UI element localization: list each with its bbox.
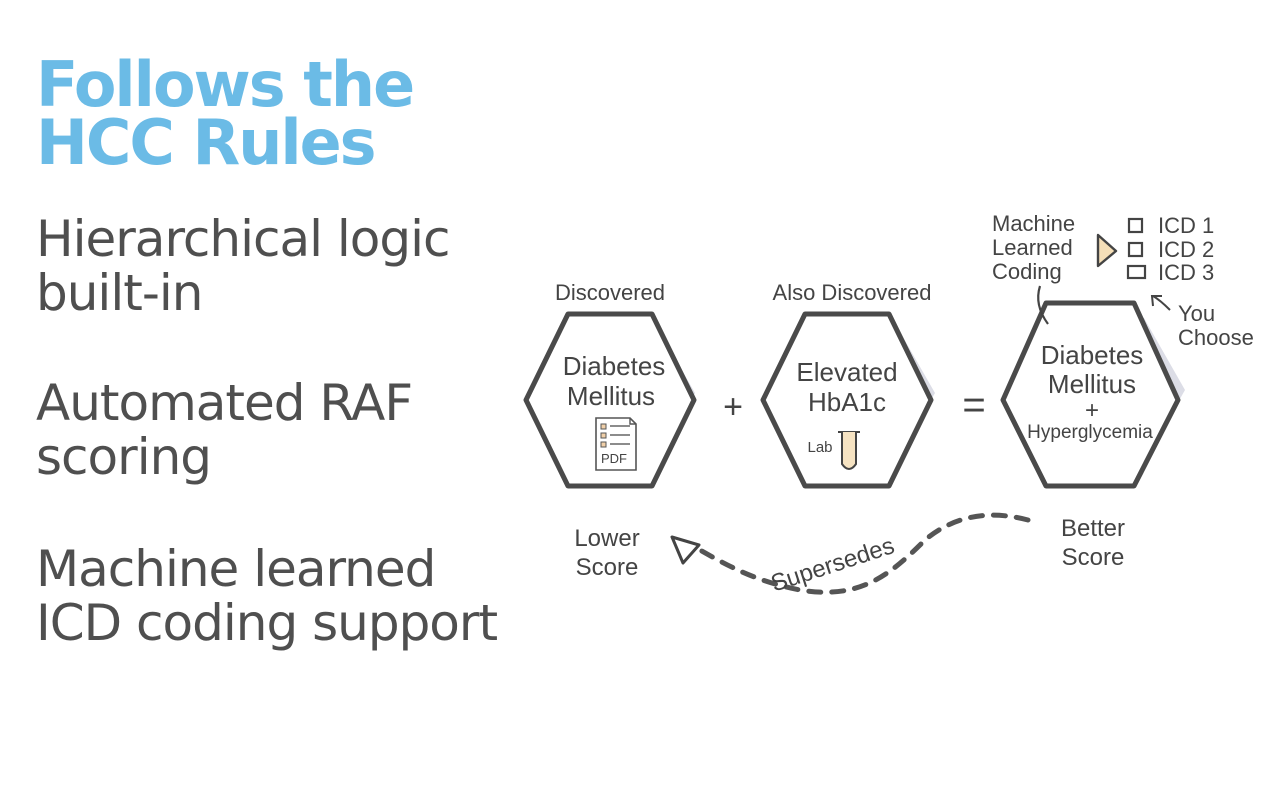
equals-operator: =: [962, 383, 985, 427]
supersedes-label: Supersedes: [768, 532, 898, 597]
hexagon: [523, 311, 697, 489]
you-choose-line-1: You: [1178, 301, 1215, 326]
hex-label-line-3: Hyperglycemia: [1027, 422, 1153, 443]
checkbox-icon[interactable]: [1126, 264, 1147, 280]
icd-option-label: ICD 1: [1158, 213, 1214, 238]
icd-option[interactable]: ICD 1: [1127, 213, 1214, 238]
feature-line: built-in: [36, 264, 203, 322]
feature-line: Automated RAF: [36, 374, 413, 432]
you-choose-line-2: Choose: [1178, 325, 1254, 350]
hex-label-line-2: Mellitus: [567, 381, 655, 411]
hex-elevated-hba1c: Also Discovered Elevated HbA1c Lab: [760, 280, 935, 489]
hex-result: Diabetes Mellitus + Hyperglycemia: [1000, 300, 1185, 489]
lab-label: Lab: [807, 439, 832, 456]
icd-option[interactable]: ICD 2: [1127, 237, 1214, 262]
icd-option[interactable]: ICD 3: [1126, 260, 1214, 285]
also-discovered-caption: Also Discovered: [773, 280, 932, 305]
title-line-1: Follows the: [36, 48, 415, 121]
ml-line-1: Machine: [992, 211, 1075, 236]
title-line-2: HCC Rules: [36, 106, 377, 179]
icd-options-list: ICD 1 ICD 2 ICD 3: [1126, 213, 1214, 285]
icd-option-label: ICD 2: [1158, 237, 1214, 262]
hex-label-line-1: Diabetes: [563, 351, 666, 381]
you-choose-note: You Choose: [1150, 295, 1254, 350]
hex-label-line-2: HbA1c: [808, 387, 886, 417]
hex-label-line-1: Elevated: [796, 357, 897, 387]
lower-score-line-1: Lower: [574, 525, 639, 552]
feature-line: Hierarchical logic: [36, 210, 450, 268]
arrowhead-icon: [670, 535, 701, 565]
checkbox-icon[interactable]: [1127, 217, 1144, 234]
hex-label-plus: +: [1085, 397, 1099, 424]
feature-line: scoring: [36, 428, 212, 486]
supersedes-arrow: [697, 512, 1031, 595]
pdf-label: PDF: [601, 451, 627, 466]
ml-line-2: Learned: [992, 235, 1073, 260]
play-triangle-icon: [1096, 233, 1118, 268]
hex-label-line-1: Diabetes: [1041, 340, 1144, 370]
test-tube-icon: [838, 431, 860, 470]
arrowhead: [1150, 295, 1162, 307]
hex-label-line-2: Mellitus: [1048, 369, 1136, 399]
better-score-line-1: Better: [1061, 515, 1125, 542]
plus-operator: +: [723, 388, 743, 426]
hexagon: [760, 311, 934, 489]
feature-raf-scoring: Automated RAF scoring: [36, 374, 413, 486]
connector-line: [1037, 285, 1049, 325]
discovered-caption: Discovered: [555, 280, 665, 305]
feature-icd-coding: Machine learned ICD coding support: [36, 540, 498, 652]
feature-line: Machine learned: [36, 540, 436, 598]
ml-line-3: Coding: [992, 259, 1062, 284]
icd-option-label: ICD 3: [1158, 260, 1214, 285]
machine-learned-coding: Machine Learned Coding: [992, 211, 1118, 325]
page-title: Follows the HCC Rules: [36, 48, 415, 179]
checkbox-icon[interactable]: [1127, 241, 1144, 258]
curved-arrow-icon: [1152, 295, 1171, 311]
lower-score-line-2: Score: [576, 554, 639, 581]
feature-line: ICD coding support: [36, 594, 498, 652]
feature-hierarchical-logic: Hierarchical logic built-in: [36, 212, 450, 320]
hex-diabetes-mellitus: Discovered Diabetes Mellitus PDF: [523, 280, 697, 489]
pdf-document-icon: PDF: [595, 417, 637, 471]
better-score-line-2: Score: [1062, 544, 1125, 571]
hexagon: [1000, 300, 1181, 489]
